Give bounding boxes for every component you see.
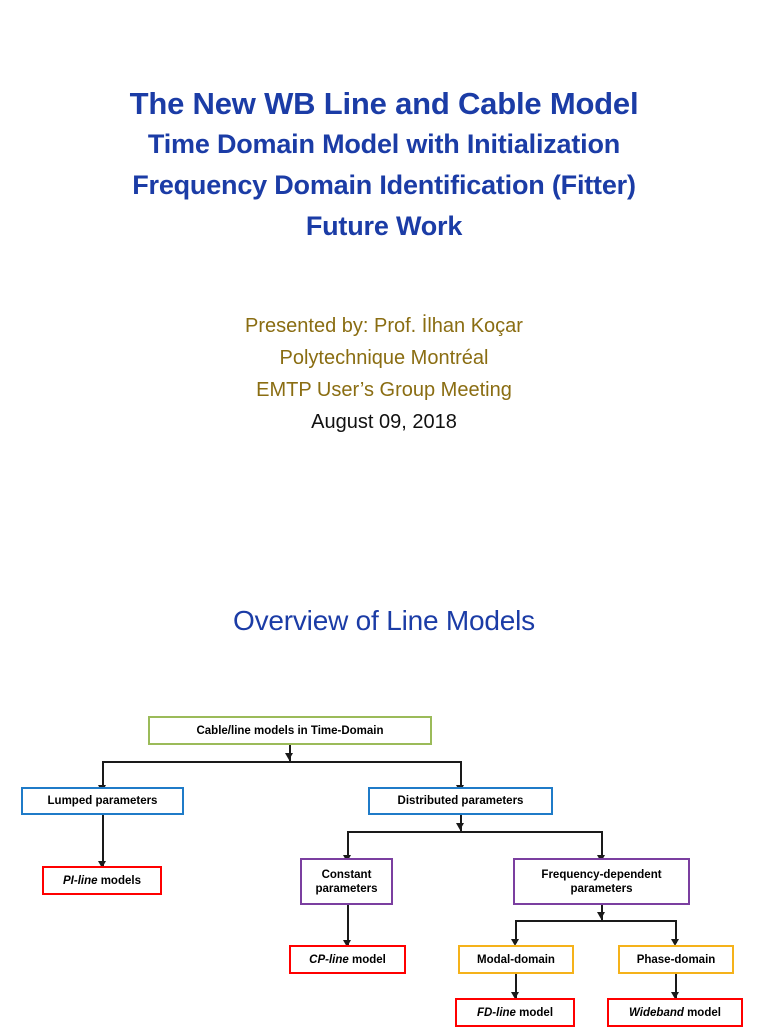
- node-cp-line-model-label: CP-line model: [309, 953, 386, 967]
- edge-modal-to-fdline: [515, 974, 517, 998]
- node-fd-line-model-emph: FD-line: [476, 1006, 516, 1019]
- node-modal-domain-label: Modal-domain: [477, 953, 555, 966]
- node-phase-domain: Phase-domain: [618, 945, 734, 974]
- presenter-block: Presented by: Prof. İlhan Koçar Polytech…: [0, 310, 768, 438]
- edge-distributed-to-freqdep: [601, 831, 603, 859]
- node-cp-line-model: CP-line model: [289, 945, 406, 974]
- line-models-flowchart: Cable/line models in Time-Domain Lumped …: [0, 700, 768, 1027]
- node-fd-line-model-label: FD-line model: [477, 1006, 553, 1020]
- node-distributed-parameters: Distributed parameters: [368, 787, 553, 815]
- node-cp-line-model-rest: model: [348, 953, 386, 966]
- node-pi-line-models-rest: models: [97, 874, 141, 887]
- node-distributed-parameters-label: Distributed parameters: [397, 795, 524, 807]
- edge-distributed-bar: [347, 831, 603, 833]
- edge-lumped-to-piline: [102, 815, 104, 868]
- edge-freqdep-to-phase: [675, 920, 677, 943]
- edge-freqdep-to-phase-arrow: [671, 939, 679, 946]
- node-pi-line-models-emph: PI-line: [63, 874, 98, 887]
- node-frequency-dependent-parameters: Frequency-dependent parameters: [513, 858, 690, 905]
- edge-phase-to-wideband-arrow: [671, 992, 679, 999]
- section-heading: Overview of Line Models: [233, 605, 535, 636]
- node-root-label: Cable/line models in Time-Domain: [196, 724, 384, 737]
- node-wideband-model-label: Wideband model: [629, 1006, 721, 1020]
- edge-freqdep-stem-arrow: [597, 912, 605, 919]
- title-line-2: Time Domain Model with Initialization: [147, 129, 621, 159]
- title-line-main: The New WB Line and Cable Model: [129, 86, 639, 121]
- edge-modal-to-fdline-arrow: [511, 992, 519, 999]
- node-pi-line-models: PI-line models: [42, 866, 162, 895]
- edge-phase-to-wideband: [675, 974, 677, 998]
- edge-root-stem-arrow: [285, 753, 293, 760]
- edge-constant-to-cpline: [347, 905, 349, 947]
- presenter-affiliation: Polytechnique Montréal: [279, 347, 489, 369]
- node-lumped-parameters: Lumped parameters: [21, 787, 184, 815]
- node-wideband-model-emph: Wideband: [629, 1006, 684, 1019]
- presenter-name: Presented by: Prof. İlhan Koçar: [245, 315, 523, 337]
- node-root: Cable/line models in Time-Domain: [148, 716, 432, 745]
- edge-distributed-to-constant: [347, 831, 349, 859]
- edge-freqdep-to-modal-arrow: [511, 939, 519, 946]
- node-modal-domain: Modal-domain: [458, 945, 574, 974]
- title-block: The New WB Line and Cable Model Time Dom…: [0, 84, 768, 247]
- presenter-event: EMTP User’s Group Meeting: [256, 379, 512, 401]
- node-phase-domain-label: Phase-domain: [636, 953, 716, 966]
- edge-freqdep-bar: [515, 920, 677, 922]
- edge-distributed-stem-arrow: [456, 823, 464, 830]
- node-cp-line-model-emph: CP-line: [309, 953, 349, 966]
- node-pi-line-models-label: PI-line models: [63, 874, 141, 888]
- node-wideband-model: Wideband model: [607, 998, 743, 1027]
- edge-root-to-distributed: [460, 761, 462, 789]
- node-constant-parameters-line2: parameters: [315, 882, 378, 895]
- edge-root-bar: [102, 761, 462, 763]
- node-wideband-model-rest: model: [683, 1006, 721, 1019]
- title-line-4: Future Work: [305, 211, 463, 241]
- edge-freqdep-to-modal: [515, 920, 517, 943]
- node-fd-line-model: FD-line model: [455, 998, 575, 1027]
- edge-root-to-lumped: [102, 761, 104, 789]
- node-frequency-dependent-parameters-line1: Frequency-dependent: [541, 868, 662, 881]
- title-line-3: Frequency Domain Identification (Fitter): [132, 170, 636, 200]
- node-constant-parameters-line1: Constant: [321, 868, 372, 881]
- node-lumped-parameters-label: Lumped parameters: [47, 795, 158, 807]
- node-frequency-dependent-parameters-line2: parameters: [570, 882, 633, 895]
- node-constant-parameters: Constant parameters: [300, 858, 393, 905]
- edge-constant-to-cpline-arrow: [343, 940, 351, 947]
- presenter-date: August 09, 2018: [311, 411, 457, 433]
- edge-lumped-to-piline-arrow: [98, 861, 106, 868]
- node-fd-line-model-rest: model: [515, 1006, 554, 1019]
